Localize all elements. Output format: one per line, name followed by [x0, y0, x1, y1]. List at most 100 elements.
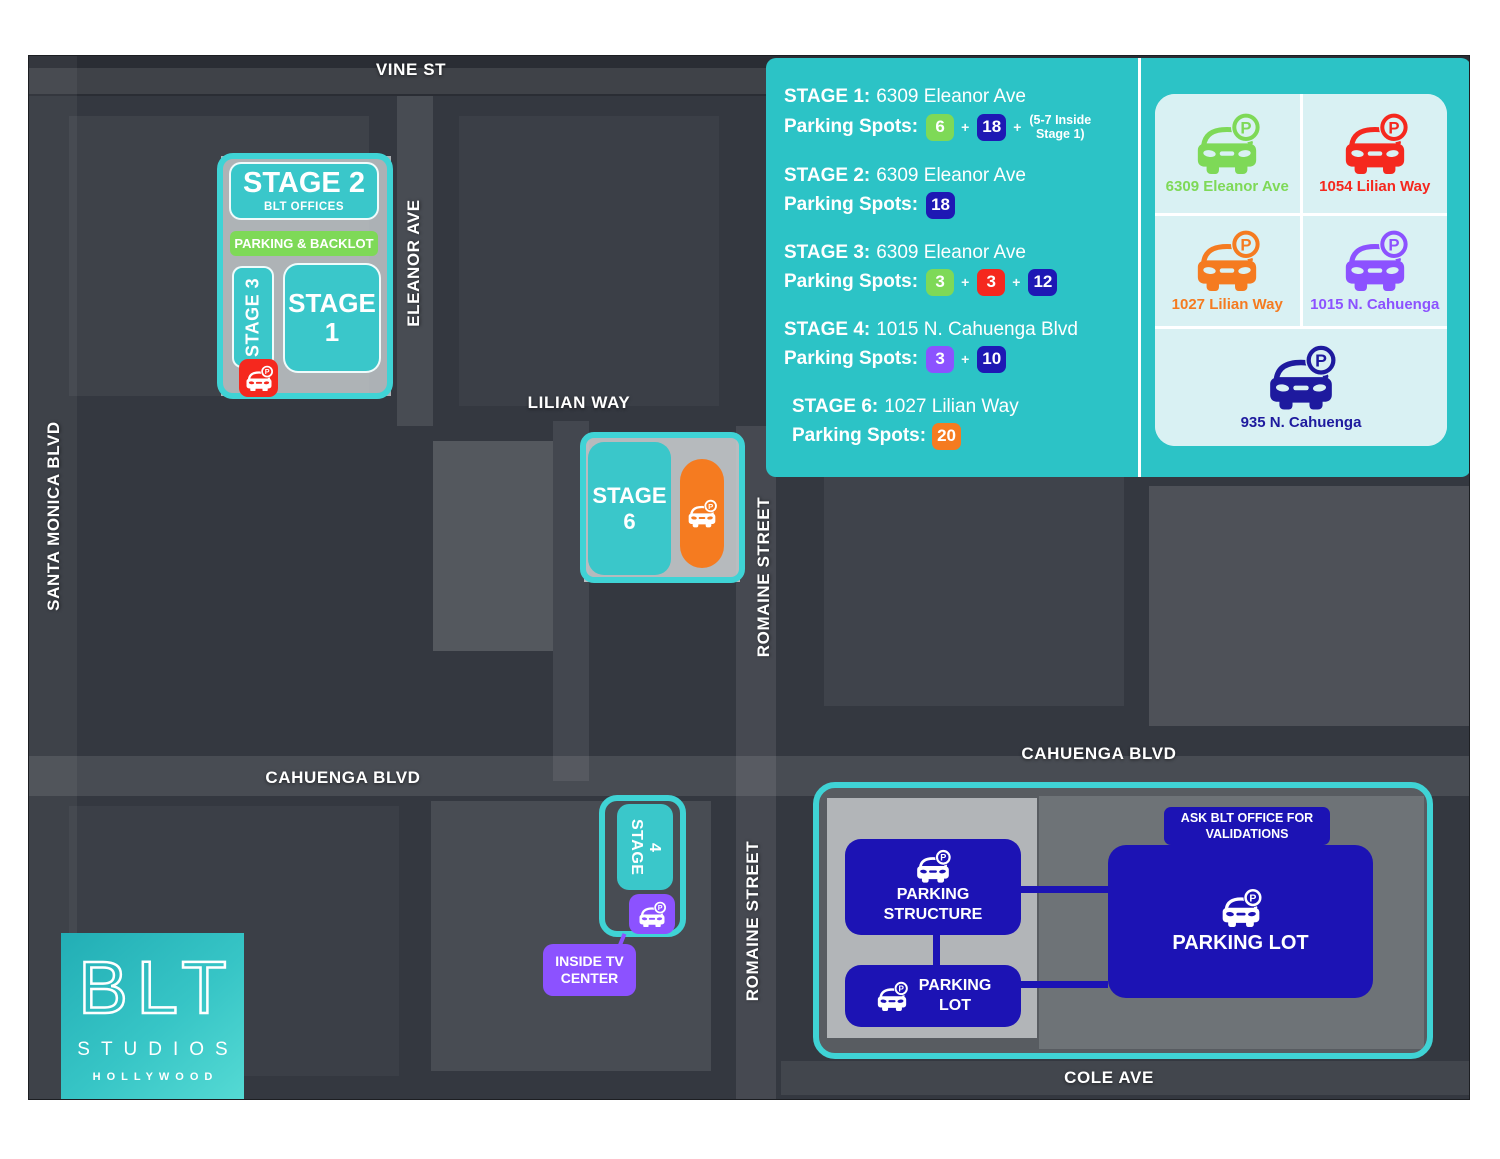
stage6-block-outline: STAGE 6 P — [580, 432, 745, 583]
stage-name: STAGE 3: — [784, 241, 871, 263]
stage-info-title: STAGE 3:6309 Eleanor Ave — [784, 240, 1134, 265]
stage-info-title: STAGE 6:1027 Lilian Way — [792, 394, 1134, 419]
stage-info-row: STAGE 3:6309 Eleanor Ave Parking Spots: … — [784, 240, 1134, 296]
stage-name: STAGE 2: — [784, 164, 871, 186]
stage3-label: STAGE 3 — [242, 277, 263, 357]
svg-text:P: P — [1315, 351, 1327, 371]
car-parking-icon: P — [914, 849, 952, 883]
legend-label: 935 N. Cahuenga — [1240, 414, 1362, 432]
stage-address: 1015 N. Cahuenga Blvd — [876, 318, 1078, 340]
car-parking-icon: P — [1192, 112, 1262, 175]
stage-address: 1027 Lilian Way — [884, 395, 1019, 417]
road-cole — [781, 1061, 1469, 1095]
stage4-label-line1: STAGE — [628, 818, 645, 876]
stage-info-title: STAGE 4:1015 N. Cahuenga Blvd — [784, 317, 1134, 342]
parking-lot-small-line2: LOT — [939, 997, 971, 1014]
parking-spots-label: Parking Spots: — [784, 348, 919, 370]
car-parking-icon: P — [1264, 344, 1338, 410]
legend-item-1054-lilian: P 1054 Lilian Way — [1302, 94, 1447, 213]
blt-studios-logo: BLT STUDIOS HOLLYWOOD — [61, 933, 244, 1099]
inside-tv-center-line2: CENTER — [560, 970, 619, 986]
car-parking-icon: P — [1192, 229, 1262, 292]
building-block — [824, 476, 1124, 706]
inside-tv-center-line1: INSIDE TV — [555, 952, 624, 969]
parking-backlot-label: PARKING & BACKLOT — [234, 236, 374, 251]
parking-structure-line2: STRUCTURE — [883, 906, 983, 924]
stage-address: 6309 Eleanor Ave — [876, 164, 1026, 186]
logo-studios: STUDIOS — [77, 1039, 239, 1060]
inside-tv-center-box: INSIDE TV CENTER — [543, 944, 636, 996]
stage6-parking-pill: P — [680, 459, 724, 568]
spots-badge-navy: 18 — [977, 113, 1007, 141]
svg-text:P: P — [1249, 893, 1256, 905]
stage-info-list: STAGE 1:6309 Eleanor Ave Parking Spots: … — [784, 84, 1134, 471]
street-label-vine: VINE ST — [375, 60, 447, 79]
stage4-label-line2: 4 — [646, 842, 663, 852]
street-label-cole: COLE AVE — [1064, 1068, 1154, 1087]
legend-label: 1054 Lilian Way — [1319, 178, 1431, 196]
svg-text:P: P — [1388, 118, 1399, 137]
logo-hollywood: HOLLYWOOD — [92, 1071, 219, 1083]
legend-item-1015-cahuenga: P 1015 N. Cahuenga — [1302, 216, 1447, 326]
stage-info-row: STAGE 4:1015 N. Cahuenga Blvd Parking Sp… — [784, 317, 1134, 373]
stage2-subtitle: BLT OFFICES — [263, 201, 345, 213]
stage-address: 6309 Eleanor Ave — [876, 241, 1026, 263]
stage4-box: STAGE 4 — [617, 804, 673, 890]
stage1-label-line2: 1 — [324, 317, 340, 347]
stage-name: STAGE 6: — [792, 395, 879, 417]
parking-backlot-bar: PARKING & BACKLOT — [230, 231, 378, 256]
panel-divider — [1138, 58, 1141, 477]
building-block — [433, 441, 553, 651]
validations-box: ASK BLT OFFICE FOR VALIDATIONS — [1164, 807, 1330, 845]
logo-name: BLT — [77, 946, 236, 1029]
spots-badge-red: 3 — [977, 268, 1006, 296]
spots-badge-orange: 20 — [932, 422, 961, 450]
plus-sign: + — [1012, 274, 1021, 291]
spots-badge-navy: 12 — [1028, 268, 1058, 296]
stage3-box: STAGE 3 — [232, 266, 274, 368]
legend-label: 1015 N. Cahuenga — [1310, 295, 1440, 313]
connector-smalllot-lot — [1021, 981, 1108, 988]
car-parking-icon: P — [1340, 112, 1410, 175]
svg-text:P: P — [658, 904, 663, 912]
legend-label: 1027 Lilian Way — [1171, 295, 1283, 313]
street-label-romaine-lower: ROMAINE STREET — [743, 840, 762, 1002]
svg-text:P: P — [1241, 118, 1252, 137]
stage2-parking-icon-box: P — [239, 359, 278, 397]
stage4-block-outline: STAGE 4 P — [599, 795, 686, 937]
parking-lot-small-box: P PARKING LOT — [845, 965, 1021, 1027]
parking-lot-large-box: P PARKING LOT — [1108, 845, 1373, 998]
stage-name: STAGE 1: — [784, 86, 871, 107]
plus-sign: + — [1013, 119, 1022, 136]
street-label-cahuenga-right: CAHUENGA BLVD — [1021, 744, 1177, 763]
spots-note-line2: Stage 1) — [1035, 127, 1085, 142]
road-santa-monica — [29, 56, 77, 1099]
plus-sign: + — [961, 351, 970, 368]
parking-structure-line1: PARKING — [896, 886, 970, 904]
svg-text:P: P — [264, 368, 269, 376]
parking-lot-small-line1: PARKING — [918, 977, 992, 994]
car-parking-icon: P — [244, 364, 274, 392]
svg-text:P: P — [940, 853, 946, 863]
stage2-box: STAGE 2 BLT OFFICES — [229, 162, 379, 220]
car-parking-icon: P — [686, 499, 718, 528]
stage1-label-line1: STAGE — [288, 288, 376, 319]
svg-text:P: P — [1241, 236, 1252, 255]
car-parking-icon: P — [637, 900, 667, 928]
plus-sign: + — [961, 274, 970, 291]
stage-info-row: STAGE 6:1027 Lilian Way Parking Spots: 2… — [792, 394, 1134, 450]
stage-info-row: STAGE 1:6309 Eleanor Ave Parking Spots: … — [784, 84, 1134, 142]
stage1-box: STAGE 1 — [283, 263, 381, 373]
stage-address: 6309 Eleanor Ave — [876, 86, 1026, 107]
street-label-cahuenga-left: CAHUENGA BLVD — [265, 768, 421, 787]
spots-badge-purple: 3 — [926, 345, 955, 373]
road-eleanor — [397, 96, 433, 426]
svg-text:P: P — [898, 984, 904, 993]
spots-note: (5-7 Inside Stage 1) — [1029, 113, 1091, 142]
stage2-title: STAGE 2 — [243, 167, 365, 199]
stage-name: STAGE 4: — [784, 318, 871, 340]
validations-line1: ASK BLT OFFICE FOR — [1180, 810, 1314, 825]
svg-text:P: P — [708, 502, 713, 511]
parking-lot-large-label: PARKING LOT — [1172, 931, 1309, 954]
